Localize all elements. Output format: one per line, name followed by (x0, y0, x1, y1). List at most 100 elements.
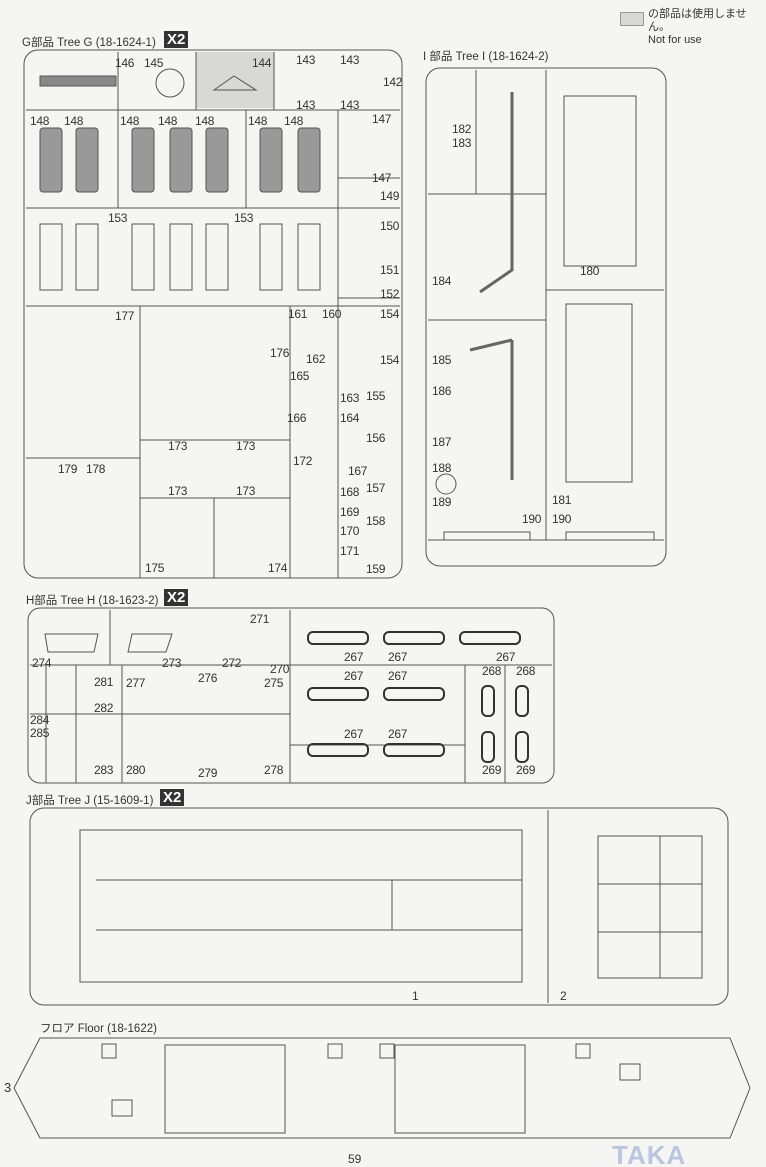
part-number-g: 148 (120, 114, 140, 128)
part-number-g: 148 (158, 114, 178, 128)
part-number-g: 158 (366, 514, 386, 528)
part-number-i: 190 (522, 512, 542, 526)
part-number-g: 143 (296, 53, 316, 67)
part-number-i: 186 (432, 384, 452, 398)
watermark: TAKA Hobby (612, 1140, 686, 1167)
part-number-h: 267 (388, 669, 408, 683)
part-number-g: 142 (383, 75, 403, 89)
tree-g-frame (23, 49, 403, 579)
part-number-g: 143 (296, 98, 316, 112)
part-number-h: 271 (250, 612, 270, 626)
tree-i-frame (425, 67, 667, 567)
part-number-g: 146 (115, 56, 135, 70)
part-number-g: 150 (380, 219, 400, 233)
legend-text: の部品は使用しません。 Not for use (648, 8, 766, 47)
part-number-g: 148 (64, 114, 84, 128)
part-number-h: 283 (94, 763, 114, 777)
part-number-i: 184 (432, 274, 452, 288)
tree-g-title: G部品 Tree G (18-1624-1) (22, 37, 156, 49)
part-number-g: 144 (252, 56, 272, 70)
part-number-g: 145 (144, 56, 164, 70)
slot-part (307, 743, 369, 757)
slot-part (383, 743, 445, 757)
part-number-g: 160 (322, 307, 342, 321)
grille-part (297, 127, 321, 193)
part-number-i: 183 (452, 136, 472, 150)
slot-part (515, 685, 529, 717)
part-number-i: 185 (432, 353, 452, 367)
ladder-part (205, 223, 229, 291)
floor-frame (13, 1037, 751, 1139)
part-number-i: 190 (552, 512, 572, 526)
part-number-h: 270 (270, 662, 290, 676)
part-number-g: 148 (248, 114, 268, 128)
part-number-h: 268 (516, 664, 536, 678)
part-number-h: 269 (482, 763, 502, 777)
slot-part (307, 631, 369, 645)
part-number-i: 182 (452, 122, 472, 136)
ladder-part (259, 223, 283, 291)
part-number-h: 278 (264, 763, 284, 777)
part-number-g: 170 (340, 524, 360, 538)
part-number-h: 279 (198, 766, 218, 780)
part-number-g: 166 (287, 411, 307, 425)
tree-h-title: H部品 Tree H (18-1623-2) (26, 595, 159, 607)
slot-part (481, 685, 495, 717)
part-number-g: 162 (306, 352, 326, 366)
ladder-part (39, 223, 63, 291)
part-number-h: 267 (496, 650, 516, 664)
part-number-g: 149 (380, 189, 400, 203)
part-number-g: 169 (340, 505, 360, 519)
tree-j-frame (29, 807, 729, 1006)
part-number-h: 281 (94, 675, 114, 689)
part-number-g: 177 (115, 309, 135, 323)
part-number-h: 276 (198, 671, 218, 685)
tree-i-title: I 部品 Tree I (18-1624-2) (423, 51, 549, 63)
ladder-part (297, 223, 321, 291)
part-number-g: 165 (290, 369, 310, 383)
grille-part (131, 127, 155, 193)
page-number: 59 (348, 1152, 362, 1166)
part-number-h: 267 (388, 650, 408, 664)
part-number-g: 153 (108, 211, 128, 225)
part-number-h: 277 (126, 676, 146, 690)
tree-j-title: J部品 Tree J (15-1609-1) (26, 795, 154, 807)
slot-part (383, 687, 445, 701)
part-number-g: 171 (340, 544, 360, 558)
part-number-g: 174 (268, 561, 288, 575)
part-number-g: 163 (340, 391, 360, 405)
part-number-h: 285 (30, 726, 50, 740)
grille-part (169, 127, 193, 193)
part-number-g: 159 (366, 562, 386, 576)
legend-en: Not for use (648, 34, 702, 46)
grille-part (39, 127, 63, 193)
part-number-g: 148 (30, 114, 50, 128)
part-number-g: 173 (168, 439, 188, 453)
part-number-g: 152 (380, 287, 400, 301)
part-number-h: 268 (482, 664, 502, 678)
part-number-h: 274 (32, 656, 52, 670)
part-number-i: 187 (432, 435, 452, 449)
slot-part (383, 631, 445, 645)
part-number-g: 147 (372, 112, 392, 126)
part-number-h: 269 (516, 763, 536, 777)
part-number-i: 188 (432, 461, 452, 475)
part-number-g: 167 (348, 464, 368, 478)
tree-h-multiplier: X2 (164, 589, 189, 606)
not-for-use-swatch (620, 12, 644, 26)
grille-part (75, 127, 99, 193)
part-number-g: 153 (234, 211, 254, 225)
part-number-g: 154 (380, 353, 400, 367)
part-number-g: 176 (270, 346, 290, 360)
slot-part (481, 731, 495, 763)
part-number-g: 173 (168, 484, 188, 498)
part-number-h: 267 (388, 727, 408, 741)
part-number-g: 156 (366, 431, 386, 445)
part-number-h: 275 (264, 676, 284, 690)
part-number-j: 1 (412, 989, 419, 1003)
part-number-h: 273 (162, 656, 182, 670)
part-number-g: 148 (195, 114, 215, 128)
part-number-g: 157 (366, 481, 386, 495)
